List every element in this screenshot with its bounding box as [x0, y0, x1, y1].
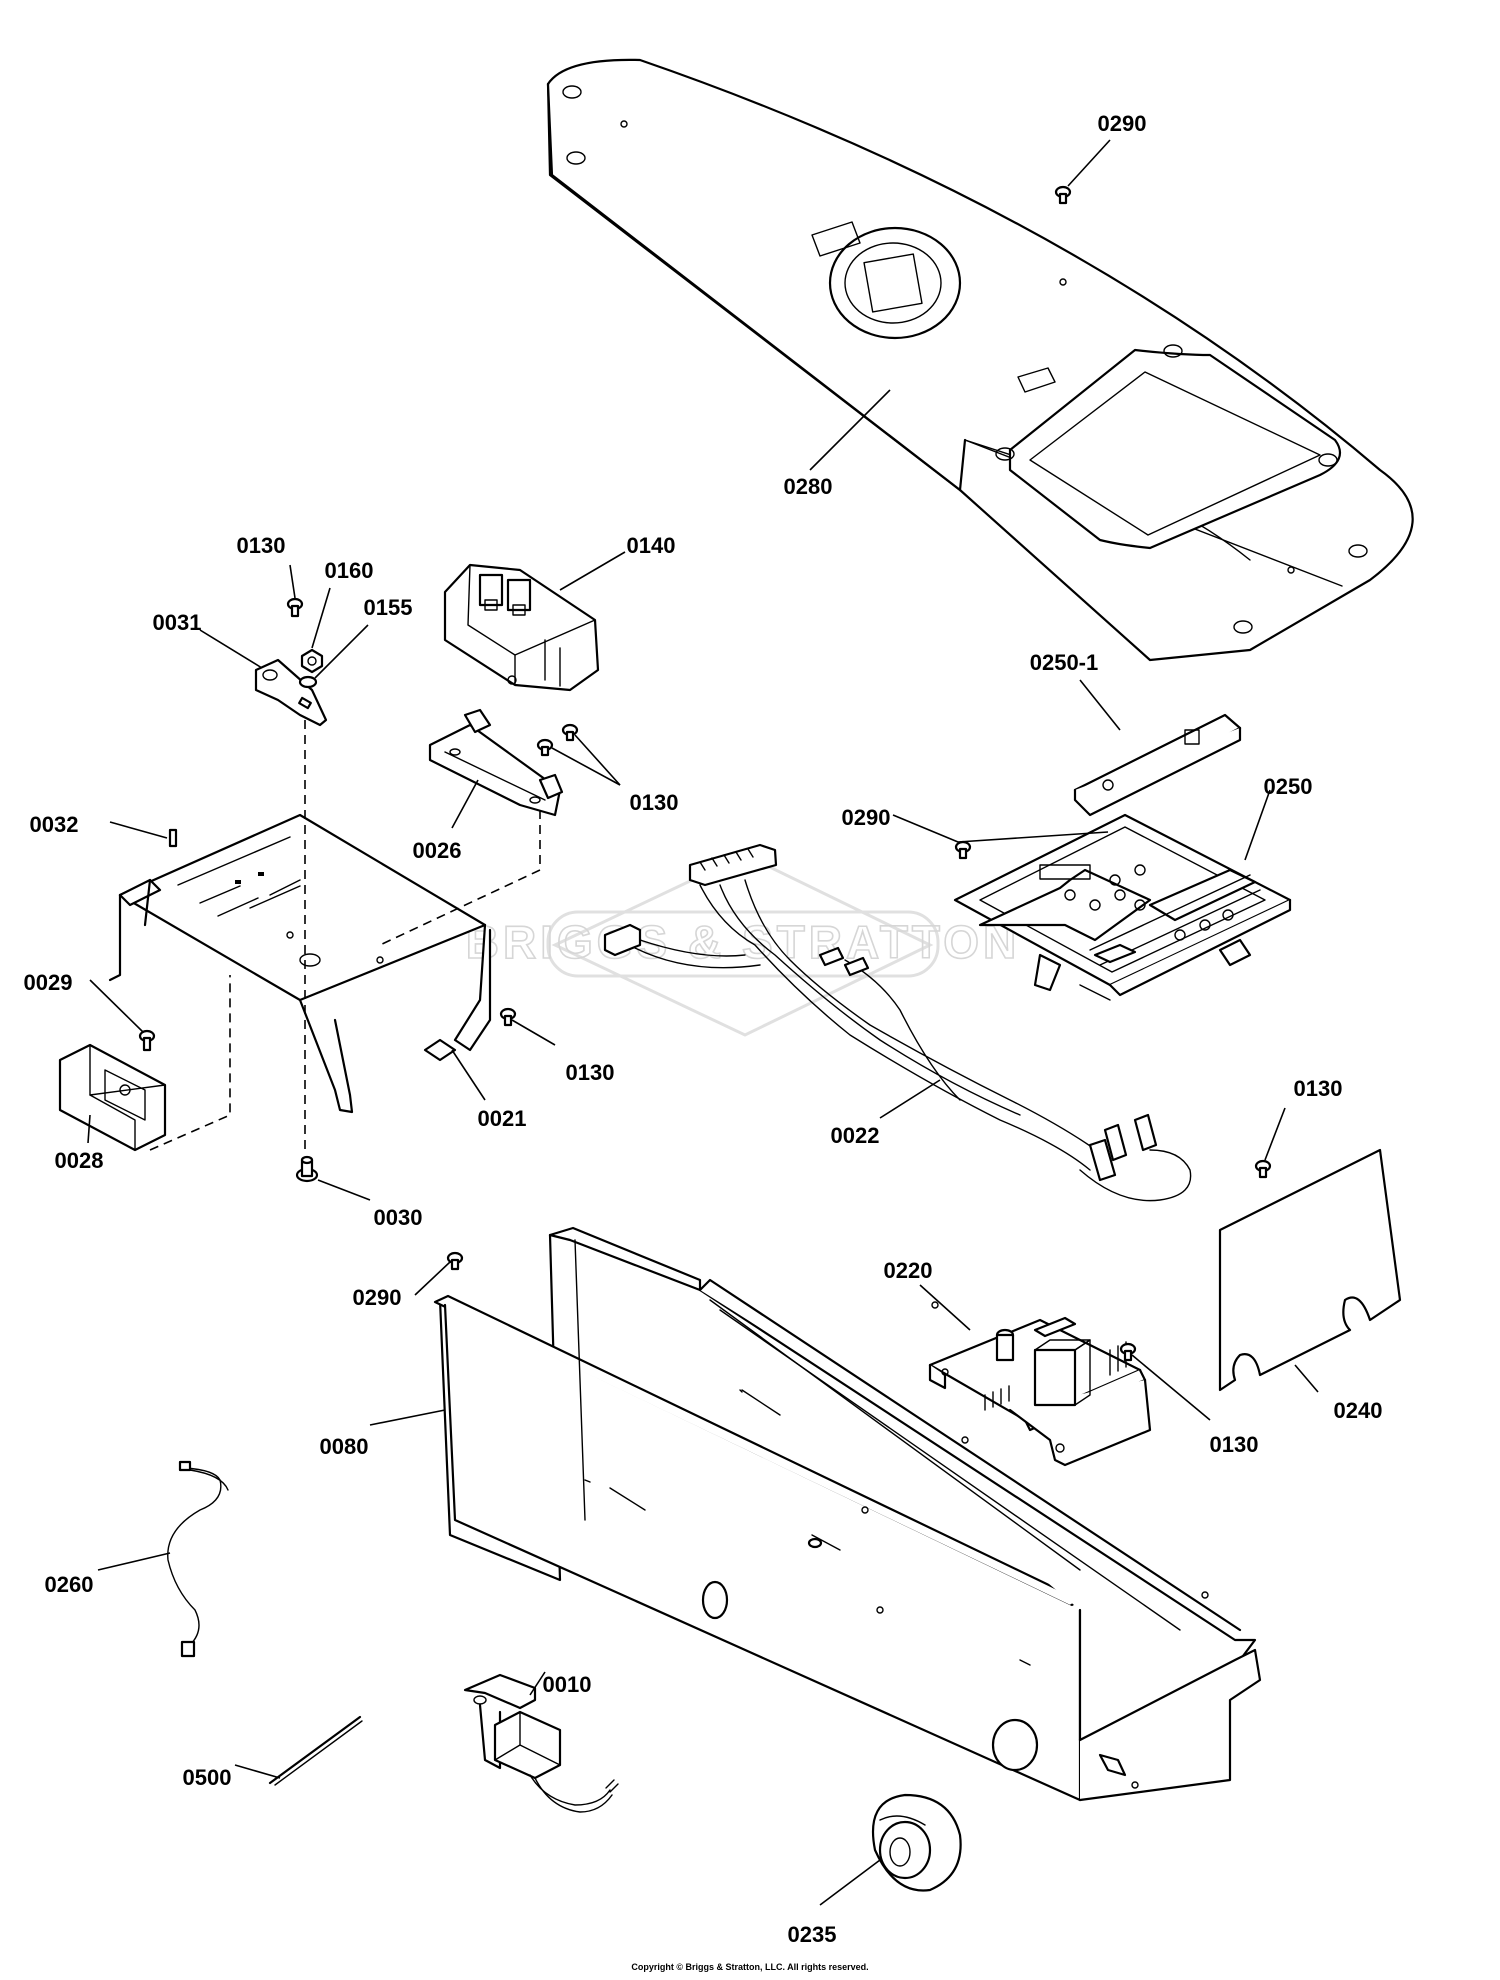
- callout-0130-rail: 0130: [630, 790, 679, 815]
- watermark-text: BRIGGS & STRATTON: [466, 916, 1020, 968]
- callout-0130-tray: 0130: [566, 1060, 615, 1085]
- callout-0220: 0220: [884, 1258, 933, 1283]
- callout-0500: 0500: [183, 1765, 232, 1790]
- part-0032-pin: [168, 828, 178, 848]
- part-0010-transformer: [463, 1673, 619, 1813]
- callout-0280: 0280: [784, 474, 833, 499]
- copyright-notice: Copyright © Briggs & Stratton, LLC. All …: [631, 1962, 869, 1972]
- part-0140-circuit-breaker: [443, 563, 600, 692]
- part-0280-top-cover: [546, 58, 1414, 662]
- callout-0030: 0030: [374, 1205, 423, 1230]
- callout-0032: 0032: [30, 812, 79, 837]
- part-0130-screw-tray: [499, 1007, 517, 1027]
- part-0022-wiring-harness: [603, 843, 1192, 1202]
- leader-lines: [87, 139, 1319, 1906]
- part-0031-lug-bracket: [254, 658, 328, 727]
- part-0500-wire-tie: [268, 1715, 363, 1786]
- callout-0029: 0029: [24, 970, 73, 995]
- part-0130-screw-rail-b: [561, 723, 579, 742]
- callout-0160: 0160: [325, 558, 374, 583]
- part-0290-screw-mid: [954, 840, 972, 860]
- part-0130-screw-rail-a: [536, 738, 554, 757]
- part-0235-ferrite-core: [871, 1793, 962, 1892]
- callout-0130-lug: 0130: [237, 533, 286, 558]
- part-0240-side-cover: [1218, 1148, 1402, 1392]
- callout-0010: 0010: [543, 1672, 592, 1697]
- callout-0026: 0026: [413, 838, 462, 863]
- callout-0290-top: 0290: [1098, 111, 1147, 136]
- briggs-stratton-watermark: BRIGGS & STRATTON: [465, 853, 1020, 1037]
- callout-0250: 0250: [1264, 774, 1313, 799]
- callout-0130-board: 0130: [1210, 1432, 1259, 1457]
- callout-0140: 0140: [627, 533, 676, 558]
- part-0290-screw-low: [446, 1251, 464, 1271]
- part-0160-nut: [300, 648, 324, 674]
- part-0130-screw-lug: [286, 597, 304, 618]
- part-0220-circuit-board: [928, 1316, 1152, 1467]
- part-0155-washer: [298, 675, 318, 689]
- callout-0250-1: 0250-1: [1030, 650, 1099, 675]
- callout-0130-cover: 0130: [1294, 1076, 1343, 1101]
- assembly-line-rail: [379, 810, 541, 946]
- part-0130-screw-board: [1119, 1342, 1137, 1362]
- part-0250-1-panel-cover: [1073, 713, 1242, 817]
- part-0026-din-rail: [428, 708, 564, 817]
- callout-0021: 0021: [478, 1106, 527, 1131]
- part-0030-bolt: [295, 1155, 319, 1183]
- part-0029-screw: [138, 1029, 156, 1052]
- part-0130-screw-cover: [1254, 1159, 1272, 1179]
- callout-0028: 0028: [55, 1148, 104, 1173]
- part-0028-terminal-block: [58, 1043, 167, 1152]
- callout-0022: 0022: [831, 1123, 880, 1148]
- callout-0260: 0260: [45, 1572, 94, 1597]
- part-0021-base-tray: [108, 813, 492, 1114]
- assembly-line-terminal: [149, 975, 231, 1151]
- callout-0031: 0031: [153, 610, 202, 635]
- part-0250-control-panel: [953, 813, 1292, 1001]
- callout-0240: 0240: [1334, 1398, 1383, 1423]
- part-0080-enclosure: [433, 1226, 1262, 1802]
- callout-0290-mid: 0290: [842, 805, 891, 830]
- callout-labels: 0290 0280 0130 0160 0155 0031 0140 0250-…: [24, 111, 1383, 1947]
- callout-0235: 0235: [788, 1922, 837, 1947]
- part-0290-screw-top: [1054, 185, 1072, 205]
- callout-0080: 0080: [320, 1434, 369, 1459]
- callout-0155: 0155: [364, 595, 413, 620]
- part-0260-wire-lead: [167, 1460, 229, 1658]
- callout-0290-low: 0290: [353, 1285, 402, 1310]
